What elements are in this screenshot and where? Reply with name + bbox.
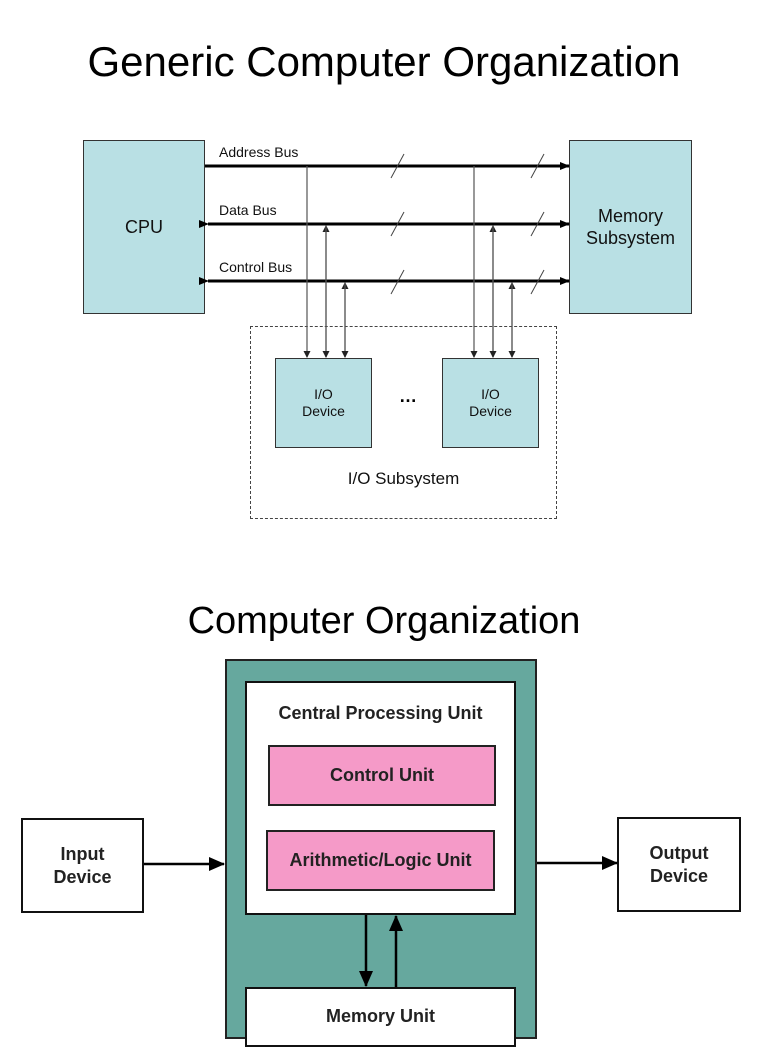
memory-label-line1: Memory <box>597 206 663 226</box>
address-bus-label: Address Bus <box>219 144 299 160</box>
control-unit-box: Control Unit <box>268 745 496 806</box>
memory-unit-label: Memory Unit <box>325 1006 435 1026</box>
io-device-label-line1: I/O <box>314 386 333 402</box>
io-device-label-line2: Device <box>302 403 345 419</box>
memory-label-line2: Subsystem <box>585 228 676 248</box>
alu-box: Arithmetic/Logic Unit <box>266 830 495 891</box>
control-bus-label: Control Bus <box>219 259 293 275</box>
io-device-label-line1: I/O <box>481 386 500 402</box>
input-label-line1: Input <box>60 843 105 864</box>
generic-organization-title: Generic Computer Organization <box>87 38 681 85</box>
output-label-line1: Output <box>649 842 709 863</box>
io-subsystem-boundary <box>250 326 557 519</box>
data-bus-label: Data Bus <box>219 202 277 218</box>
output-label-line2: Device <box>649 865 709 886</box>
cpu-label: CPU <box>124 216 163 237</box>
input-label-line2: Device <box>53 866 112 887</box>
io-device-label-line2: Device <box>469 403 512 419</box>
cpu-box: CPU <box>83 140 205 314</box>
control-unit-label: Control Unit <box>330 765 434 785</box>
io-subsystem-label: I/O Subsystem <box>347 469 460 488</box>
alu-label: Arithmetic/Logic Unit <box>289 850 472 870</box>
cpu-unit-label: Central Processing Unit <box>278 703 483 723</box>
more-devices-ellipsis: … <box>399 386 417 406</box>
computer-organization-title: Computer Organization <box>187 600 581 642</box>
bus-width-slashes <box>390 153 545 295</box>
